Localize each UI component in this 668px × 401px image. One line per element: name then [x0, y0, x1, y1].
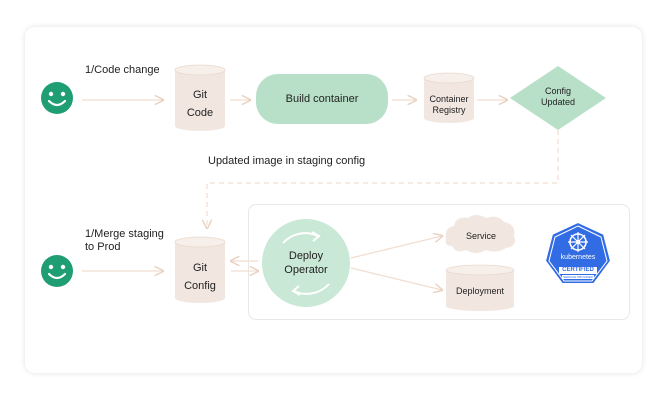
k8s-badge-name: kubernetes — [560, 254, 596, 261]
smiley-face-icon — [41, 82, 73, 114]
arrow-operator-to-service — [350, 236, 442, 259]
deploy-operator-line1: Deploy — [288, 250, 324, 262]
deployment-label: Deployment — [455, 286, 505, 296]
registry-line1: Container — [429, 94, 469, 104]
merge-staging-line1: 1/Merge staging — [85, 228, 164, 240]
git-code-line2: Code — [186, 107, 214, 119]
build-container-label: Build container — [285, 93, 359, 105]
config-updated-diamond — [510, 66, 606, 130]
code-change-label: 1/Code change — [85, 64, 160, 76]
k8s-badge-sub: SERVICE PROVIDER — [563, 275, 593, 279]
updated-image-label: Updated image in staging config — [208, 155, 366, 167]
build-container-box — [256, 74, 388, 124]
git-code-line1: Git — [192, 89, 208, 101]
git-code-cylinder — [174, 64, 226, 131]
deployment-cylinder — [445, 264, 515, 311]
arrow-operator-to-deployment — [350, 267, 442, 290]
k8s-badge-certified: CERTIFIED — [562, 267, 594, 273]
git-config-line2: Config — [184, 280, 216, 292]
config-updated-line2: Updated — [540, 97, 576, 107]
git-config-cylinder — [174, 236, 226, 303]
kubernetes-certified-badge-icon — [543, 220, 613, 285]
dashed-connector — [207, 130, 559, 228]
merge-staging-line2: to Prod — [85, 241, 121, 253]
cloud-icon — [445, 215, 515, 253]
service-label: Service — [465, 231, 496, 241]
deploy-operator-line2: Operator — [284, 264, 328, 276]
container-registry-cylinder — [423, 72, 475, 123]
deploy-operator-circle — [262, 219, 350, 307]
registry-line2: Registry — [432, 105, 466, 115]
git-config-line1: Git — [192, 262, 208, 274]
config-updated-line1: Config — [544, 86, 571, 96]
smiley-face-icon — [41, 255, 73, 287]
